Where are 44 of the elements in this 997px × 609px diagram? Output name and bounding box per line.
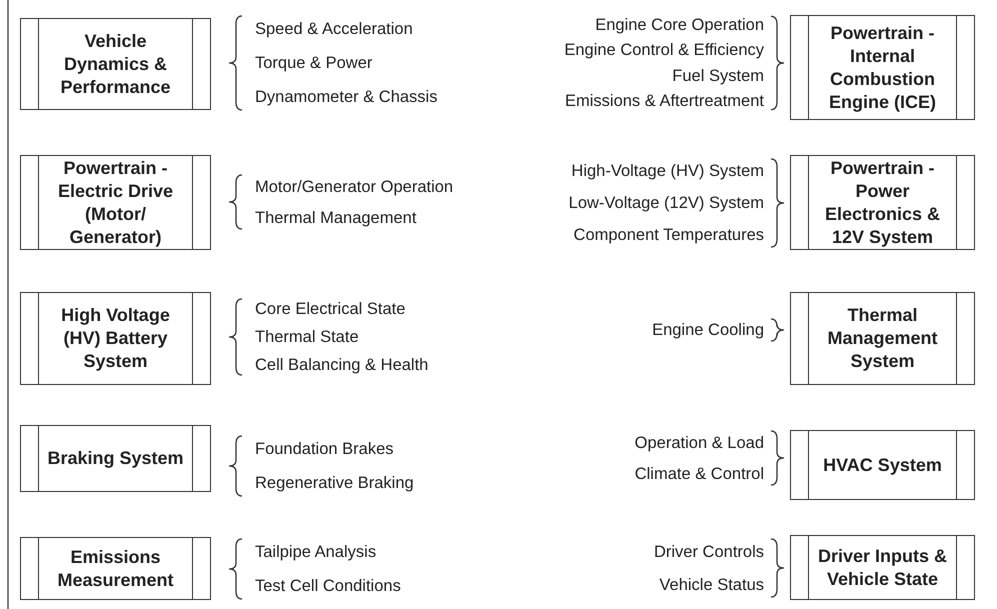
process-box xyxy=(20,537,211,600)
list-item: Thermal Management xyxy=(255,208,416,228)
list-item: Core Electrical State xyxy=(255,299,406,319)
list-item: Thermal State xyxy=(255,327,359,347)
list-item: Engine Control & Efficiency xyxy=(564,40,764,60)
box-title: HVAC System xyxy=(822,454,943,476)
process-box xyxy=(790,155,975,250)
list-item: Low-Voltage (12V) System xyxy=(568,193,764,213)
box-title: High Voltage (HV) Battery System xyxy=(60,304,171,373)
list-item: Test Cell Conditions xyxy=(255,576,401,596)
list-item: Component Temperatures xyxy=(574,225,764,245)
box-title: Emissions Measurement xyxy=(56,546,175,592)
box-title: Braking System xyxy=(46,447,185,470)
box-title: Powertrain - Electric Drive (Motor/ Generator) xyxy=(56,156,174,248)
process-box xyxy=(790,430,975,500)
box-title: Driver Inputs & Vehicle State xyxy=(816,544,948,590)
box-title: Powertrain - Power Electronics & 12V System xyxy=(824,156,942,248)
list-item: Vehicle Status xyxy=(659,574,764,594)
process-box xyxy=(20,292,211,385)
box-title: Powertrain - Internal Combustion Engine (ICE) xyxy=(828,22,937,114)
list-item: Cell Balancing & Health xyxy=(255,355,428,375)
process-box xyxy=(790,292,975,385)
list-item: Climate & Control xyxy=(634,464,764,484)
list-item: Engine Core Operation xyxy=(595,15,764,36)
process-box xyxy=(20,18,211,110)
process-box xyxy=(20,425,211,492)
process-box xyxy=(790,535,975,600)
list-item: Engine Cooling xyxy=(652,320,764,340)
list-item: Motor/Generator Operation xyxy=(255,176,454,196)
list-item: Foundation Brakes xyxy=(255,439,394,459)
list-item: Regenerative Braking xyxy=(255,473,414,493)
box-title: Thermal Management System xyxy=(826,304,939,373)
list-item: Tailpipe Analysis xyxy=(255,542,376,562)
list-item: Emissions & Aftertreatment xyxy=(565,90,764,111)
box-title: Vehicle Dynamics & Performance xyxy=(59,30,172,98)
list-item: Operation & Load xyxy=(634,432,764,452)
list-item: Speed & Acceleration xyxy=(255,19,413,39)
list-item: Torque & Power xyxy=(255,53,372,73)
list-item: Driver Controls xyxy=(654,542,764,562)
process-box xyxy=(20,155,211,250)
process-box xyxy=(790,15,975,120)
list-item: Dynamometer & Chassis xyxy=(255,87,438,107)
list-item: High-Voltage (HV) System xyxy=(571,161,764,181)
list-item: Fuel System xyxy=(672,66,764,86)
